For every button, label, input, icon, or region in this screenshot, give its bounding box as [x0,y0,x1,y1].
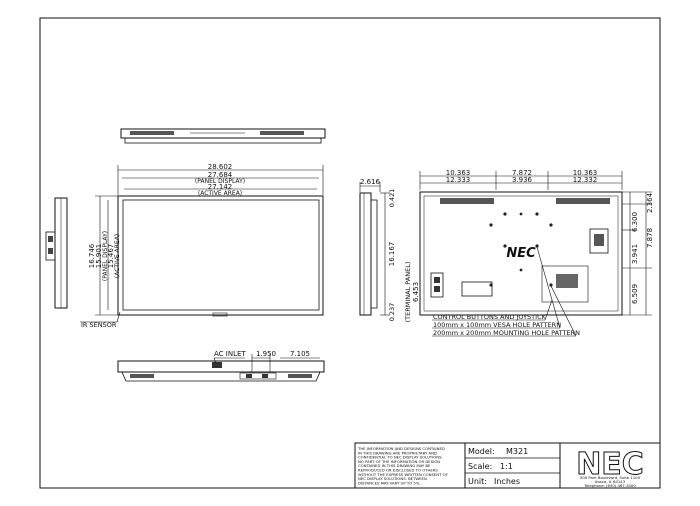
rear-top-dim-1: 7.872 [512,169,532,177]
sheet-border [39,17,661,489]
top-view [120,128,326,144]
front-width-dims [117,165,324,195]
side-view: 2.616 0.421 16.167 0.237 [359,178,396,322]
scale-label: Scale: [468,462,492,471]
terminal-panel-label: (TERMINAL PANEL) [404,262,412,323]
address-line-0: 500 Park Boulevard, Suite 1100 [580,475,641,480]
bottom-dim-a: 1.950 [256,350,276,358]
rear-right-dim-3: 3.941 [631,244,639,264]
model-value: M321 [506,447,528,456]
title-block: THE INFORMATION AND DESIGNS CONTAINED IN… [354,442,661,489]
note-control-buttons: CONTROL BUTTONS AND JOYSTICK [433,313,547,321]
front-height-dims [95,195,118,316]
terminal-panel-dim: 6.453 [412,282,420,302]
disclaimer-line-3: NO PART OF THE INFORMATION OR DESIGN [358,459,440,464]
note-vesa-100: 100mm x 100mm VESA HOLE PATTERN [433,321,561,329]
front-view: 28.602 27.684 (PANEL DISPLAY) 27.142 (AC… [45,128,326,329]
rear-right-dim-2: 7.878 [646,228,654,248]
front-width-label-1: 27.684 [208,171,233,179]
side-depth-label: 2.616 [360,178,381,186]
front-panel-active [122,199,320,311]
disclaimer: THE INFORMATION AND DESIGNS CONTAINED IN… [357,446,448,485]
disclaimer-line-4: CONTAINED IN THIS DRAWING MAY BE [358,463,431,468]
disclaimer-line-0: THE INFORMATION AND DESIGNS CONTAINED [357,446,445,451]
scale-value: 1:1 [500,462,513,471]
title-nec-logo: NEC [576,447,644,482]
rear-right-dim-1: 6.300 [631,212,639,232]
disclaimer-line-8: DISTANCES MAY VARY UP TO 5%. [358,480,421,485]
address-line-2: Telephone: (630) 467-3000 [583,483,636,488]
front-width-label-0: 28.602 [208,163,233,171]
rear-nec-logo: NEC [506,246,536,261]
disclaimer-line-7: NEC DISPLAY SOLUTIONS. BETWEEN [358,476,427,481]
front-height-label-3: 15.467 [107,244,115,269]
front-height-label-4: (ACTIVE AREA) [114,234,121,278]
model-label: Model: [468,447,495,456]
front-height-label-1: 15.901 [95,244,103,269]
front-width-label-3: 27.142 [208,183,233,191]
rear-right-dim-4: 6.509 [631,284,639,304]
ir-sensor-label: IR SENSOR [81,321,117,329]
rear-sub-dim-2: 12.332 [573,176,598,184]
bottom-dim-b: 7.105 [290,350,310,358]
disclaimer-line-2: CONFIDENTIAL TO NEC DISPLAY SOLUTIONS. [358,455,443,460]
front-width-label-2: (PANEL DISPLAY) [195,178,245,185]
side-top-label: 0.421 [388,189,396,208]
side-bottom-label: 0.237 [388,303,396,322]
unit-value: Inches [494,477,520,486]
left-side-view [45,197,68,309]
ac-inlet-label: AC INLET [214,350,246,358]
side-height-label: 16.167 [388,242,396,267]
rear-top-dim-2: 10.363 [573,169,598,177]
rear-right-dim-0: 2.364 [646,192,654,213]
front-height-label-2: (PANEL DISPLAY) [102,231,109,281]
bottom-view: AC INLET 1.950 7.105 [117,350,325,382]
front-width-label-4: (ACTIVE AREA) [198,190,242,197]
rear-sub-dim-1: 3.936 [512,176,533,184]
disclaimer-line-6: WITHOUT THE EXPRESS WRITTEN CONSENT OF [358,472,448,477]
rear-sub-dim-0: 12.333 [446,176,471,184]
rear-view: 10.363 7.872 10.363 12.333 3.936 12.332 … [404,169,654,337]
rear-top-dim-0: 10.363 [446,169,471,177]
unit-label: Unit: [468,477,487,486]
front-panel-outer [117,195,324,316]
disclaimer-line-1: IN THIS DRAWING ARE PROPRIETARY AND [358,450,437,455]
front-height-label-0: 16.746 [88,243,96,268]
address-line-1: Itasca, IL 60143 [595,479,626,484]
note-vesa-200: 200mm x 200mm MOUNTING HOLE PATTERN [433,329,580,337]
disclaimer-line-5: REPRODUCED OR DISCLOSED TO OTHERS [358,468,438,473]
